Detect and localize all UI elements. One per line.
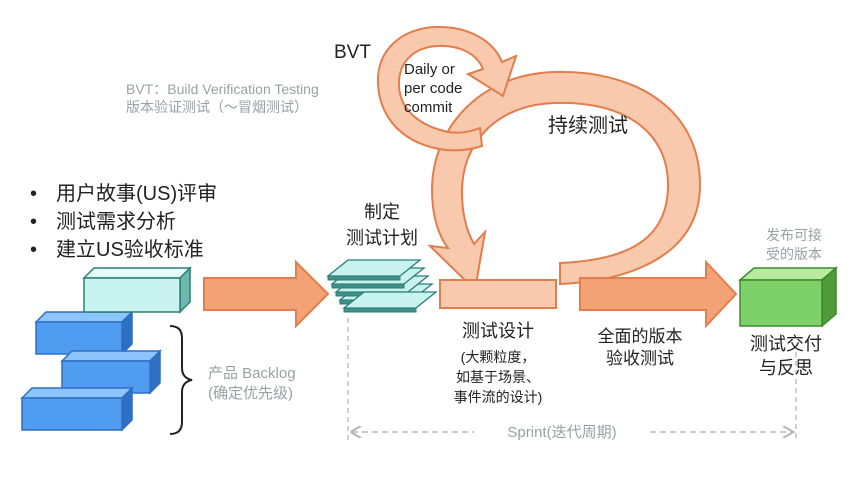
bullet-symbol: • <box>30 239 37 261</box>
sprint-bounds <box>347 318 797 440</box>
plan-label-line1: 制定 <box>364 202 400 222</box>
acceptance-label-line2: 验收测试 <box>606 349 674 368</box>
design-block-arrow <box>439 279 557 309</box>
bvt-label: BVT <box>334 42 371 63</box>
bvt-cycle-line: commit <box>404 99 453 116</box>
bullet-item: 测试需求分析 <box>56 210 176 233</box>
bvt-definition-cn: 版本验证测试（～冒烟测试） <box>126 99 308 115</box>
backlog-block <box>60 349 162 395</box>
release-block <box>737 266 839 328</box>
release-bottom-line2: 与反思 <box>759 358 813 378</box>
user-story-block <box>82 266 192 314</box>
backlog-subtitle: (确定优先级) <box>208 385 293 402</box>
release-top-line2: 受的版本 <box>766 246 822 262</box>
bullet-item: 建立US验收标准 <box>56 238 204 261</box>
continuous-testing-loop-arrow <box>427 70 702 293</box>
test-plan-stack <box>326 259 438 313</box>
backlog-stack <box>20 266 192 432</box>
bullet-item: 用户故事(US)评审 <box>56 182 217 205</box>
release-top-line1: 发布可接 <box>766 227 822 243</box>
bvt-definition: BVT：Build Verification Testing <box>126 81 319 97</box>
backlog-title: 产品 Backlog <box>208 365 296 382</box>
bvt-loop-arrow <box>376 25 518 152</box>
bvt-cycle-line: per code <box>404 80 462 97</box>
backlog-brace <box>169 325 193 435</box>
bullet-symbol: • <box>30 211 37 233</box>
acceptance-to-release-arrow <box>579 259 738 329</box>
release-bottom-line1: 测试交付 <box>750 334 822 354</box>
design-title: 测试设计 <box>462 321 534 341</box>
backlog-block <box>20 386 134 432</box>
sprint-label: Sprint(迭代周期) <box>507 424 616 441</box>
design-note: 事件流的设计) <box>454 389 543 405</box>
backlog-to-plan-arrow <box>203 259 330 329</box>
bvt-cycle-line: Daily or <box>404 61 455 78</box>
continuous-testing-label: 持续测试 <box>548 114 628 137</box>
backlog-block <box>34 310 134 356</box>
design-note: 如基于场景、 <box>456 369 540 385</box>
plan-label-line2: 测试计划 <box>346 228 418 248</box>
design-note: (大颗粒度， <box>461 349 536 365</box>
bullet-symbol: • <box>30 183 37 205</box>
acceptance-label-line1: 全面的版本 <box>598 327 683 346</box>
